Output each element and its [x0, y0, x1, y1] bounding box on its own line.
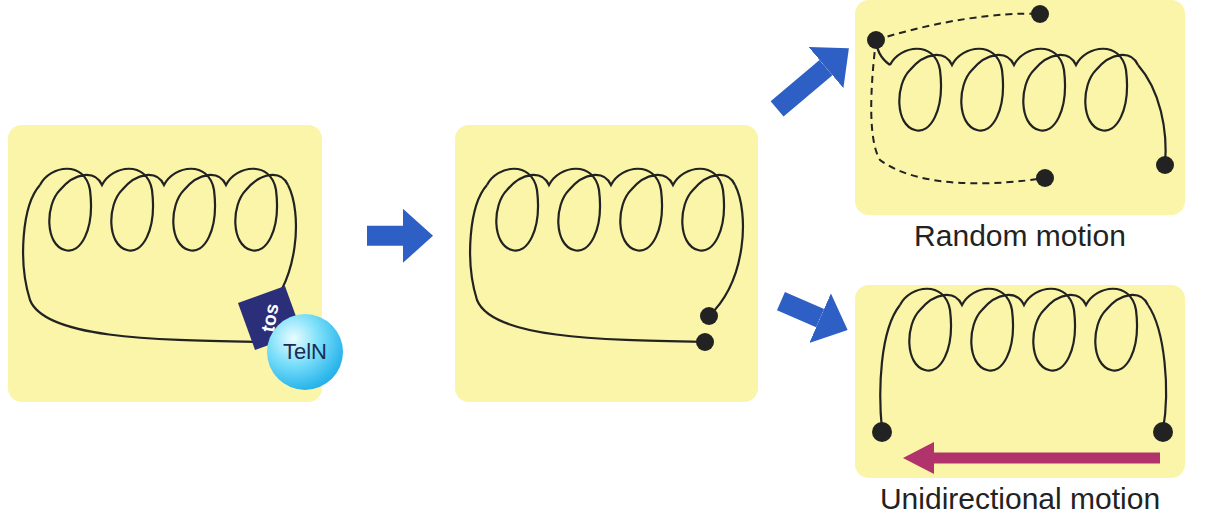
motion-trace	[876, 14, 1040, 40]
chromosome-coil	[890, 49, 1138, 131]
chromosome-coil	[40, 169, 288, 251]
node-text: Random motion	[914, 219, 1126, 253]
cell-box: Unidirectional motion	[855, 285, 1185, 478]
chromosome-linear	[470, 169, 743, 351]
chromosome-strand	[470, 185, 705, 342]
telomere-end	[1031, 5, 1049, 23]
cell-box: Random motion	[855, 0, 1185, 215]
chromosome-coil	[900, 289, 1148, 371]
cell-box	[455, 125, 758, 402]
chromosome-strand	[880, 305, 900, 430]
telomere-end	[696, 333, 714, 351]
chromosome-unidirectional	[872, 289, 1173, 474]
chromosome-random	[867, 5, 1174, 187]
chromosome-strand	[1138, 65, 1166, 165]
chromosome-strand	[1148, 305, 1166, 430]
node-text: Unidirectional motion	[880, 482, 1160, 516]
telomere-end	[1036, 169, 1054, 187]
telomere-end	[1153, 422, 1173, 442]
chromosome-circular	[23, 169, 296, 342]
direction-arrowhead	[903, 442, 934, 474]
chromosome-strand	[876, 40, 890, 65]
chromosome-strand	[23, 185, 258, 342]
node-text: TelN	[283, 339, 327, 365]
telomere-end	[1156, 156, 1174, 174]
cell-box: tosTelN	[8, 125, 322, 402]
chromosome-coil	[487, 169, 735, 251]
direction-arrow	[930, 453, 1160, 464]
telomere-end	[867, 31, 885, 49]
process-arrow	[777, 68, 826, 109]
chromosome-strand	[709, 185, 743, 316]
chromosome-strand	[262, 185, 296, 316]
process-arrow	[781, 301, 820, 318]
process-arrow	[367, 226, 403, 246]
motion-trace	[871, 40, 1045, 183]
telomere-end	[700, 307, 718, 325]
telomere-end	[872, 422, 892, 442]
teln-enzyme: TelN	[267, 314, 343, 390]
